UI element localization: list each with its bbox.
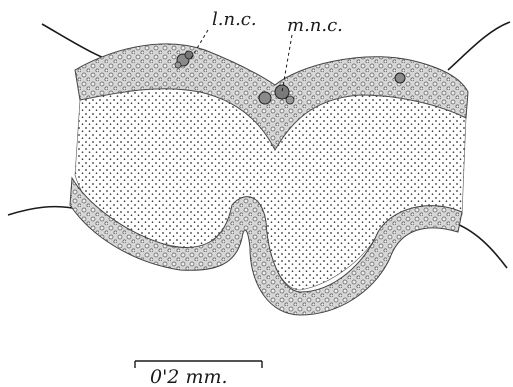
right-nerve-cord xyxy=(395,73,405,83)
outer-line-bottom-right xyxy=(452,222,507,268)
label-mnc: m.n.c. xyxy=(287,15,343,36)
label-lnc: l.n.c. xyxy=(212,9,257,30)
scale-bar-label: 0'2 mm. xyxy=(150,366,228,387)
outer-line-top-right xyxy=(448,22,510,70)
outer-line-bottom-left xyxy=(8,207,82,215)
